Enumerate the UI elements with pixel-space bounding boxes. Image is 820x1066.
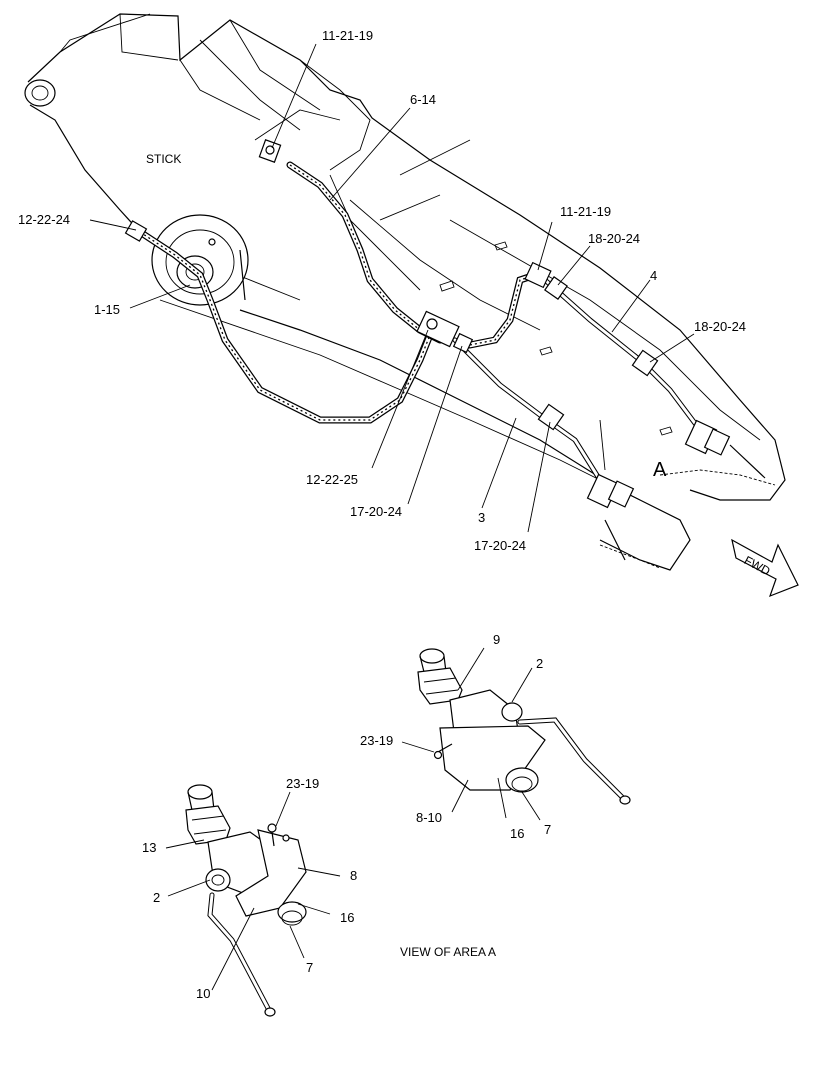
callout-1-15: 1-15 [94, 302, 120, 317]
detail-right-assembly [417, 648, 631, 805]
callout-12-22-24: 12-22-24 [18, 212, 70, 227]
callout-18-20-24-b: 18-20-24 [694, 319, 746, 334]
area-a-marker: A [653, 459, 667, 481]
fwd-arrow-icon [731, 538, 799, 598]
callout-6-14: 6-14 [410, 92, 436, 107]
callout-23-19-left: 23-19 [286, 776, 319, 791]
callout-3: 3 [478, 510, 485, 525]
callout-23-19-right: 23-19 [360, 733, 393, 748]
callout-17-20-24-a: 17-20-24 [350, 504, 402, 519]
callout-7-right: 7 [544, 822, 551, 837]
callout-2-left: 2 [153, 890, 160, 905]
callout-7-left: 7 [306, 960, 313, 975]
callout-8: 8 [350, 868, 357, 883]
view-of-area-a-label: VIEW OF AREA A [400, 945, 496, 959]
hoses [136, 161, 539, 424]
callout-8-10: 8-10 [416, 810, 442, 825]
detail-left-assembly [185, 784, 307, 1017]
swivel-assembly [151, 214, 249, 306]
callout-13: 13 [142, 840, 156, 855]
callout-11-21-19-mid: 11-21-19 [560, 204, 611, 219]
callout-16-left: 16 [340, 910, 354, 925]
callout-4: 4 [650, 268, 657, 283]
callout-2-right: 2 [536, 656, 543, 671]
clamps [124, 139, 766, 561]
callout-10: 10 [196, 986, 210, 1001]
callout-17-20-24-b: 17-20-24 [474, 538, 526, 553]
tubes [452, 277, 703, 483]
callout-9: 9 [493, 632, 500, 647]
leader-lines [89, 43, 695, 991]
stick-label: STICK [146, 152, 181, 166]
callout-11-21-19-top: 11-21-19 [322, 28, 373, 43]
callout-12-22-25: 12-22-25 [306, 472, 358, 487]
callout-18-20-24-a: 18-20-24 [588, 231, 640, 246]
callout-16-right: 16 [510, 826, 524, 841]
stick-body [24, 13, 786, 571]
